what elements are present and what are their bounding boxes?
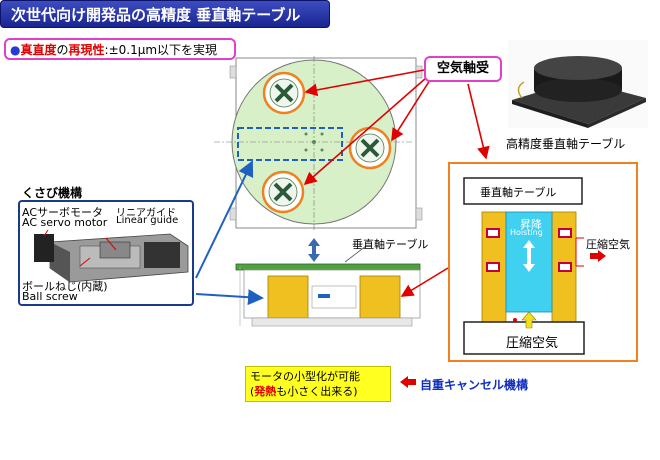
page-title: 次世代向け開発品の高精度 垂直軸テーブル	[0, 0, 330, 28]
air-bearing-pad	[348, 126, 392, 170]
heat-text: 発熱	[254, 385, 277, 398]
hoist-label-en: Hoisting	[510, 228, 543, 237]
air-bearing-pad	[262, 71, 306, 115]
hoist-label-jp: 昇降	[520, 218, 542, 231]
motor-label-jp: ACサーボモータ	[22, 206, 104, 219]
spec-straightness: 真直度	[20, 43, 57, 57]
bullet-icon: ●	[10, 43, 21, 57]
air-label-right: 圧縮空気	[586, 238, 630, 251]
benefit-line-2: (発熱も小さく出来る)	[250, 385, 358, 398]
air-bearing-arrows	[303, 69, 490, 186]
wedge-mechanism-box: ACサーボモータ AC servo motor リニアガイド Linear gu…	[18, 200, 194, 306]
detail-table-label: 垂直軸テーブル	[480, 186, 557, 199]
spec-repeatability: 再現性	[68, 43, 105, 57]
detail-arrow	[400, 267, 449, 297]
side-label-leader	[344, 245, 367, 263]
benefit-line-1: モータの小型化が可能	[250, 370, 360, 383]
wedge-title: くさび機構	[22, 186, 83, 200]
self-weight-cancel-label: 自重キャンセル機構	[420, 378, 529, 392]
screw-label-en: Ball screw	[22, 290, 78, 303]
servo-motor-shape	[34, 234, 54, 262]
wedge-outline	[237, 127, 343, 161]
spec-value: :±0.1μm以下を実現	[104, 43, 218, 57]
spec-no: の	[56, 43, 69, 57]
side-table-label: 垂直軸テーブル	[352, 238, 429, 251]
side-table-plate	[235, 263, 421, 271]
motor-benefit-box: モータの小型化が可能 (発熱も小さく出来る)	[245, 366, 391, 402]
wedge-arrows	[195, 160, 264, 306]
guide-label-en: Linear guide	[116, 215, 179, 226]
detail-cross-section: 垂直軸テーブル 昇降 Hoisting 圧縮空気 圧縮空気	[448, 162, 638, 362]
product-photo	[508, 40, 648, 128]
side-view	[235, 263, 421, 327]
guide-label-jp: リニアガイド	[116, 208, 176, 219]
air-bearing-label: 空気軸受	[424, 56, 502, 82]
air-bearing-pad	[261, 170, 305, 214]
photo-caption: 高精度垂直軸テーブル	[506, 137, 626, 151]
top-view	[214, 56, 423, 232]
motor-label-en: AC servo motor	[22, 216, 108, 229]
screw-label-jp: ボールねじ(内蔵)	[22, 280, 108, 293]
spec-box: ●真直度の再現性:±0.1μm以下を実現	[4, 38, 236, 60]
cancel-arrow-icon	[400, 376, 416, 388]
vertical-motion-arrow	[308, 238, 320, 262]
air-label-bottom: 圧縮空気	[506, 336, 559, 351]
